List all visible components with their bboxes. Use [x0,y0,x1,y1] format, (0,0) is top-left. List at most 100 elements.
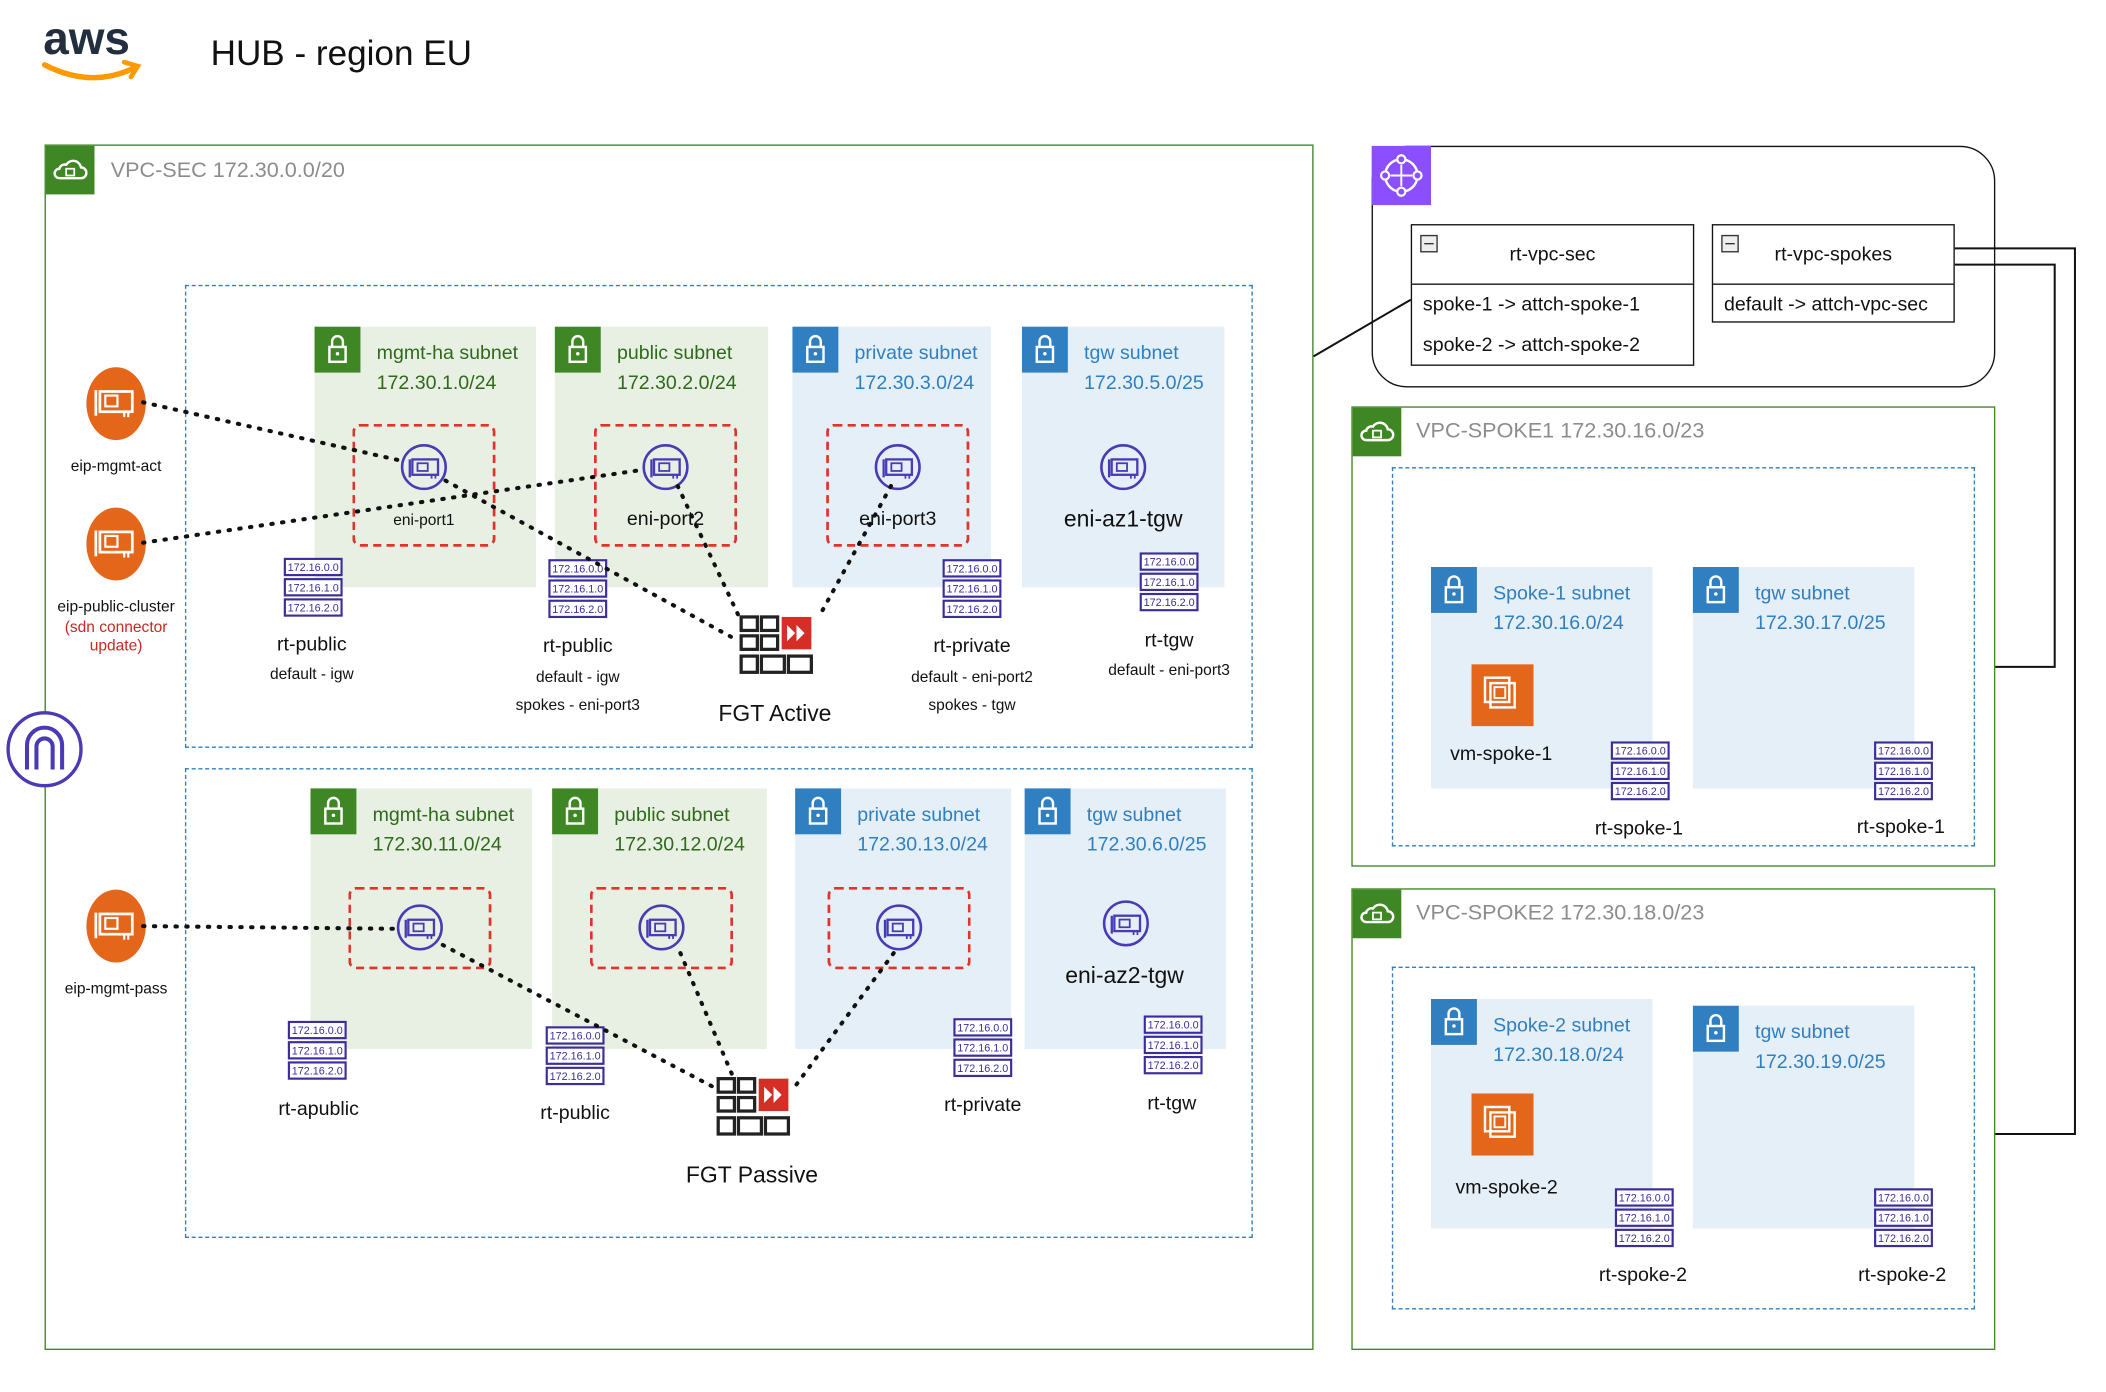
eni-icon [873,902,924,953]
subnet-name: tgw subnet [1084,342,1179,365]
subnet-cidr: 172.30.18.0/24 [1493,1044,1624,1067]
vpc-cloud-icon [45,145,95,195]
route-entry: default - igw [535,669,620,686]
tgw-route-table-vpc-sec: rt-vpc-sec spoke-1 -> attch-spoke-1 spok… [1410,224,1695,366]
lock-icon [554,326,601,373]
subnet-cidr: 172.30.19.0/25 [1755,1051,1886,1074]
route-table-icon [941,558,1003,623]
internet-gateway-icon [6,711,83,788]
route-table-icon [1138,551,1200,616]
route-entry: spokes - eni-port3 [515,697,640,715]
vpc-cloud-icon [1352,407,1402,457]
route-table-icon [1613,1187,1675,1252]
tgw-route-table-vpc-spokes: rt-vpc-spokes default -> attch-vpc-sec [1711,224,1955,323]
eni-icon [394,902,445,953]
route-table-name: rt-tgw [1144,630,1194,653]
az1-tgw-subnet: tgw subnet 172.30.5.0/25 [1021,326,1225,588]
route-row: default -> attch-vpc-sec [1723,294,1928,316]
eni-icon [636,902,687,953]
route-table-name: rt-public [540,1102,610,1125]
elastic-ip-icon [85,506,147,582]
lock-icon [1431,999,1477,1045]
subnet-cidr: 172.30.1.0/24 [376,372,497,395]
subnet-name: mgmt-ha subnet [372,804,515,827]
fortigate-firewall-icon [738,614,814,676]
table-title: rt-vpc-spokes [1774,244,1893,266]
elastic-ip-icon [85,366,147,442]
lock-icon [1692,1005,1739,1052]
fgt-active-label: FGT Active [718,700,832,727]
subnet-name: public subnet [614,804,730,827]
vm-label: vm-spoke-1 [1450,743,1553,766]
subnet-cidr: 172.30.6.0/25 [1086,834,1207,856]
subnet-name: private subnet [854,342,978,365]
route-entry: default - igw [269,666,354,684]
route-table-name: rt-public [542,635,613,658]
lock-icon [310,788,357,835]
eni-icon [1100,898,1151,949]
eip-label: eip-public-cluster [57,599,175,616]
eni-icon [872,441,923,492]
aws-logo-text: aws [43,13,130,65]
subnet-name: mgmt-ha subnet [376,342,519,365]
lock-icon [314,326,361,373]
eni-label: eni-az2-tgw [1065,962,1184,989]
route-table-name: rt-private [933,635,1011,658]
route-entry: default - eni-port2 [911,669,1033,686]
subnet-name: private subnet [857,804,981,827]
route-table-icon [544,1025,606,1090]
lock-icon [792,326,839,373]
route-table-icon [1872,1187,1934,1252]
vpc-cloud-icon [1352,889,1402,939]
lock-icon [1692,567,1739,613]
spoke2-zone [1391,966,1976,1310]
vpc-spoke1-label: VPC-SPOKE1 172.30.16.0/23 [1416,419,1705,443]
route-row: spoke-1 -> attch-spoke-1 [1422,294,1640,316]
vpc-spoke2-label: VPC-SPOKE2 172.30.18.0/23 [1416,901,1705,925]
az2-zone [184,768,1253,1238]
eip-label: eip-mgmt-pass [64,981,168,998]
route-row: spoke-2 -> attch-spoke-2 [1422,334,1640,357]
page-title: HUB - region EU [210,32,472,73]
aws-logo: aws [41,14,144,84]
route-entry: default - eni-port3 [1108,662,1230,680]
fgt-passive-label: FGT Passive [685,1162,819,1188]
transit-gateway-icon [1371,145,1431,206]
lock-icon [1021,326,1068,373]
fortigate-firewall-icon [716,1076,792,1138]
elastic-ip-icon [85,888,147,964]
collapse-icon[interactable] [1420,234,1438,253]
route-table-name: rt-spoke-2 [1598,1264,1688,1287]
route-table-icon [1142,1014,1204,1079]
eni-label: eni-port2 [626,508,705,531]
ec2-instance-icon [1472,1094,1534,1156]
route-table-name: rt-public [277,634,347,657]
subnet-cidr: 172.30.2.0/24 [616,372,737,395]
route-table-name: rt-tgw [1147,1093,1197,1116]
collapse-icon[interactable] [1721,234,1739,253]
lock-icon [795,788,842,835]
eni-label: eni-az1-tgw [1063,506,1183,532]
vm-label: vm-spoke-2 [1455,1177,1558,1199]
route-table-name: rt-spoke-1 [1594,818,1683,840]
eni-label: eni-port1 [393,513,455,530]
route-table-icon [1872,740,1934,805]
subnet-cidr: 172.30.13.0/24 [857,834,988,856]
route-table-icon [286,1019,348,1084]
subnet-name: Spoke-2 subnet [1493,1015,1631,1037]
lock-icon [1024,788,1071,835]
subnet-name: tgw subnet [1755,1021,1850,1044]
route-table-name: rt-private [944,1094,1022,1117]
table-title: rt-vpc-sec [1509,244,1596,266]
subnet-cidr: 172.30.16.0/24 [1493,612,1624,635]
lock-icon [1431,567,1477,613]
subnet-cidr: 172.30.17.0/25 [1755,612,1886,635]
route-table-name: rt-apublic [278,1098,359,1121]
subnet-name: public subnet [616,342,733,365]
subnet-name: Spoke-1 subnet [1493,583,1631,605]
route-table-name: rt-spoke-1 [1856,816,1945,839]
subnet-name: tgw subnet [1755,583,1850,605]
subnet-cidr: 172.30.12.0/24 [614,834,745,856]
route-table-icon [547,558,609,623]
ec2-instance-icon [1472,664,1534,726]
